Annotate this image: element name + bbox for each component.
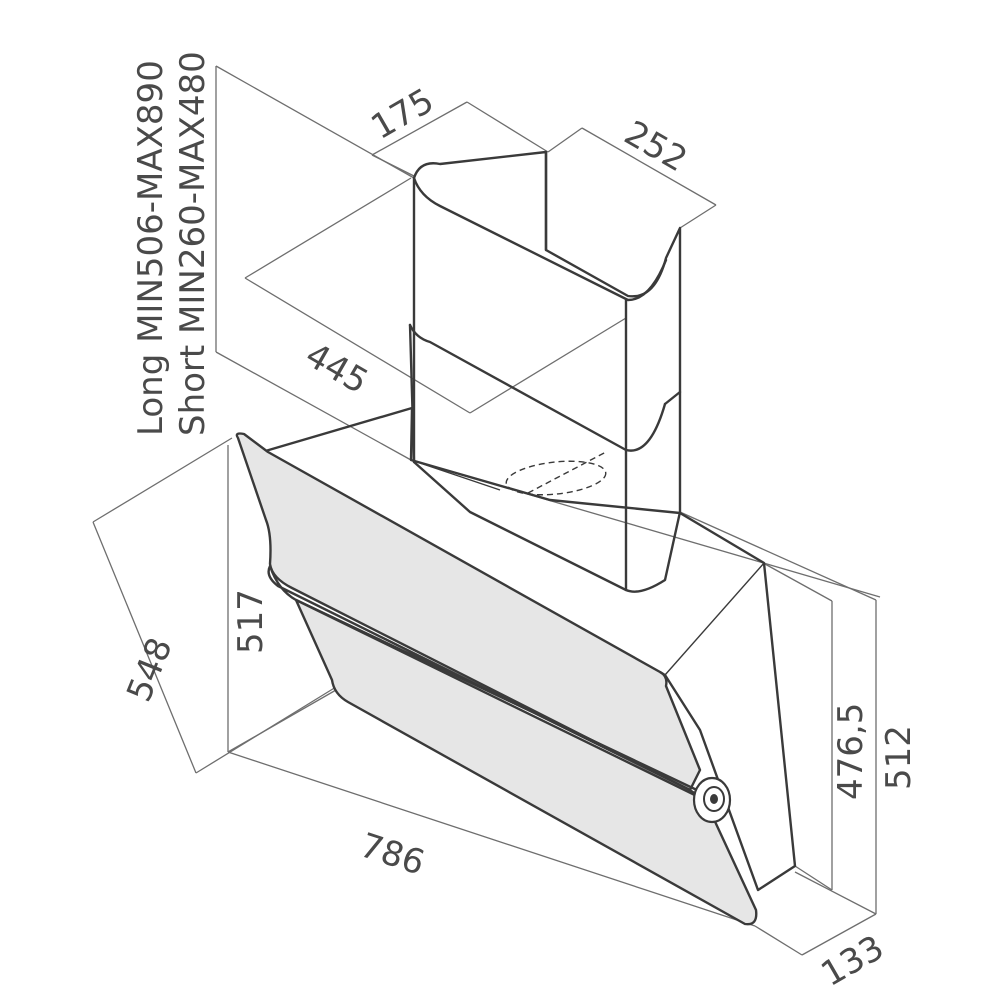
label-445: 445 <box>299 335 375 402</box>
duct-opening <box>505 460 607 496</box>
hood-body <box>235 406 797 926</box>
dim-line-786 <box>227 751 756 927</box>
dimension-lines <box>92 65 881 956</box>
dimension-labels: 175 252 445 Long MIN506-MAX890 Short MIN… <box>119 51 919 995</box>
label-512: 512 <box>879 725 919 790</box>
dim-line-476-5 <box>764 563 833 602</box>
chimney-sleeve-joint <box>408 323 667 452</box>
dim-line-445 <box>244 177 412 279</box>
chimney <box>408 150 682 593</box>
label-133: 133 <box>815 928 891 995</box>
glass-panel-upper <box>235 432 702 792</box>
dim-line-252 <box>547 127 583 153</box>
label-chimney-short: Short MIN260-MAX480 <box>173 51 213 436</box>
label-517: 517 <box>231 589 271 654</box>
dim-line-133 <box>801 913 877 956</box>
glass-panel-lower <box>294 598 758 926</box>
control-knob[interactable] <box>692 776 732 824</box>
dim-line-548 <box>92 521 197 774</box>
chimney-top-lip <box>412 176 668 302</box>
label-476-5: 476,5 <box>831 703 871 800</box>
label-786: 786 <box>355 826 429 884</box>
label-chimney-long: Long MIN506-MAX890 <box>131 60 171 436</box>
label-548: 548 <box>119 632 180 707</box>
dim-line-175 <box>371 101 468 156</box>
